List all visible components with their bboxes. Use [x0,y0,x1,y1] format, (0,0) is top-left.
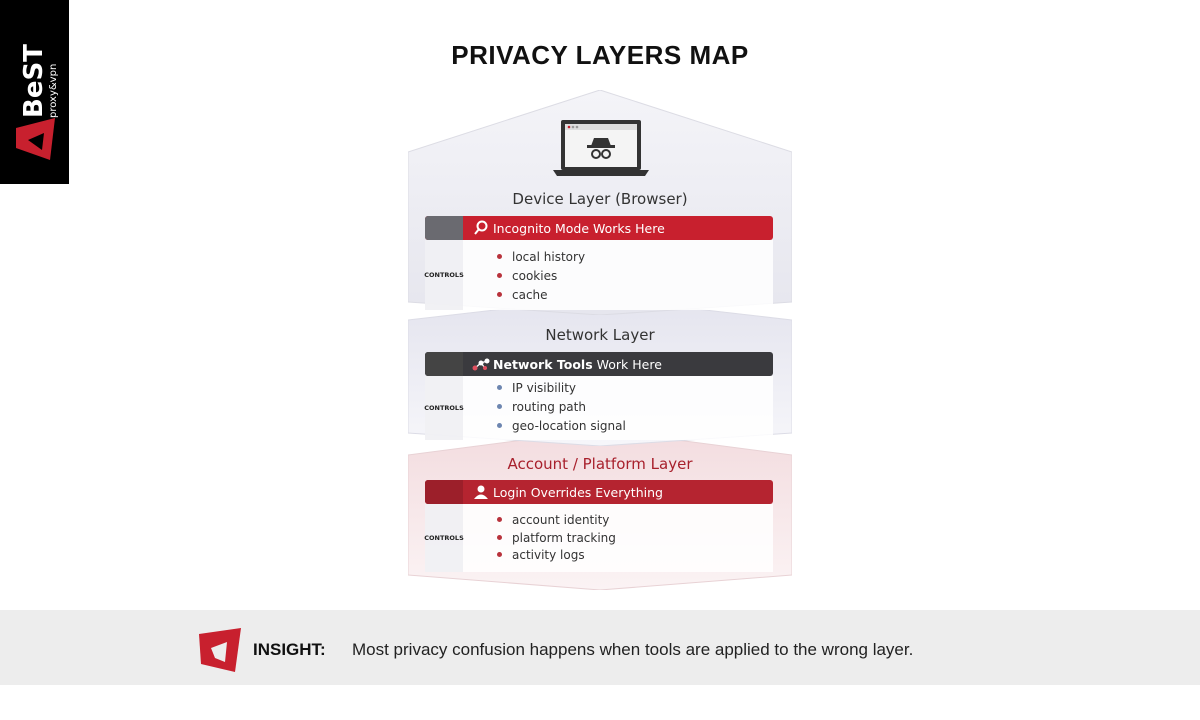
laptop-incognito-icon [553,120,649,176]
incognito-banner: Incognito Mode Works Here [425,216,773,240]
logo-mark-icon [199,628,241,672]
list-item: account identity [497,510,616,529]
search-icon [469,220,493,236]
login-banner: Login Overrides Everything [425,480,773,504]
controls-label: CONTROLS [424,504,464,572]
list-item: cache [497,285,585,304]
banner-text: Login Overrides Everything [493,484,663,500]
page-title: PRIVACY LAYERS MAP [451,40,749,70]
network-layer: Network Layer Network Tools Work Here CO… [408,298,792,446]
brand-logo: BeST proxy&vpn [0,0,69,184]
logo-mark: BeST proxy&vpn [16,44,59,160]
list-item: local history [497,247,585,266]
network-tools-banner: Network Tools Work Here [425,352,773,376]
device-layer: Device Layer (Browser) Incognito Mode Wo… [408,90,792,315]
svg-text:BeST: BeST [19,44,49,118]
layer-title: Account / Platform Layer [507,455,693,473]
banner-text: Incognito Mode Works Here [493,220,665,236]
user-icon [469,485,493,499]
list-item: activity logs [497,546,616,563]
banner-text-bold: Network Tools [493,356,593,372]
account-layer: Account / Platform Layer Login Overrides… [408,430,792,590]
network-nodes-icon [469,357,493,371]
insight-label: INSIGHT: [253,640,326,659]
list-item: geo-location signal [497,416,626,435]
insight-text: Most privacy confusion happens when tool… [352,640,914,659]
list-item: routing path [497,397,626,416]
layer-title: Network Layer [545,326,655,344]
layer-title: Device Layer (Browser) [512,190,688,208]
insight-banner [0,610,1200,685]
svg-text:proxy&vpn: proxy&vpn [48,64,59,118]
list-item: cookies [497,266,585,285]
list-item: platform tracking [497,529,616,546]
controls-label: CONTROLS [424,376,464,440]
list-item: IP visibility [497,378,626,397]
controls-label: CONTROLS [424,240,464,310]
banner-text: Work Here [596,356,662,372]
